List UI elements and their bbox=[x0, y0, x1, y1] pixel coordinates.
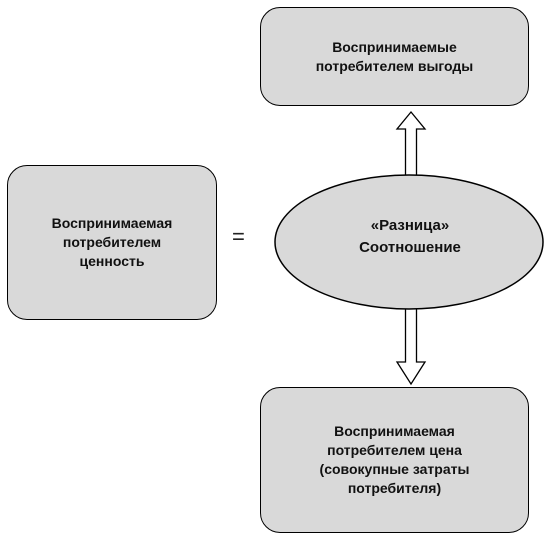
difference-ratio-label: «Разница» Соотношение bbox=[359, 217, 461, 256]
center-ellipse bbox=[274, 174, 544, 310]
perceived-value-label: Воспринимаемая потребителем ценность bbox=[51, 215, 173, 269]
perceived-benefits-label: Воспринимаемые потребителем выгоды bbox=[315, 38, 474, 74]
perceived-price-label: Воспринимаемая потребителем цена (совоку… bbox=[319, 423, 470, 496]
perceived-benefits-box: Воспринимаемые потребителем выгоды bbox=[260, 7, 529, 106]
down-arrow bbox=[395, 303, 427, 386]
equals-sign: = bbox=[232, 224, 245, 249]
up-arrow bbox=[395, 110, 427, 179]
perceived-value-box: Воспринимаемая потребителем ценность bbox=[7, 165, 217, 320]
perceived-price-box: Воспринимаемая потребителем цена (совоку… bbox=[260, 387, 529, 533]
